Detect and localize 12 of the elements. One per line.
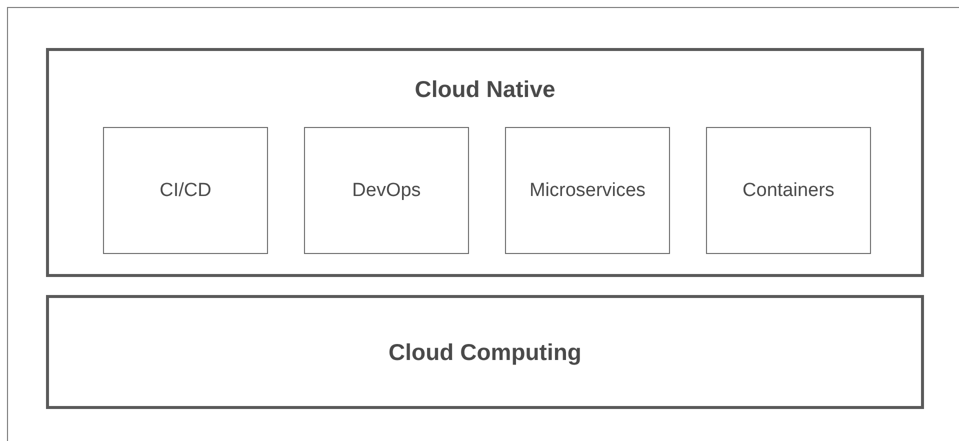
component-label: Microservices (529, 180, 646, 202)
group-box (46, 48, 924, 277)
group-box (46, 295, 924, 409)
component-box (304, 127, 469, 254)
component-label: Containers (742, 180, 834, 202)
group-title: Cloud Computing (388, 338, 582, 366)
component-box (103, 127, 268, 254)
component-box (706, 127, 871, 254)
component-label: CI/CD (160, 180, 212, 202)
component-box (505, 127, 670, 254)
group-title: Cloud Native (414, 76, 556, 103)
component-label: DevOps (352, 180, 421, 202)
